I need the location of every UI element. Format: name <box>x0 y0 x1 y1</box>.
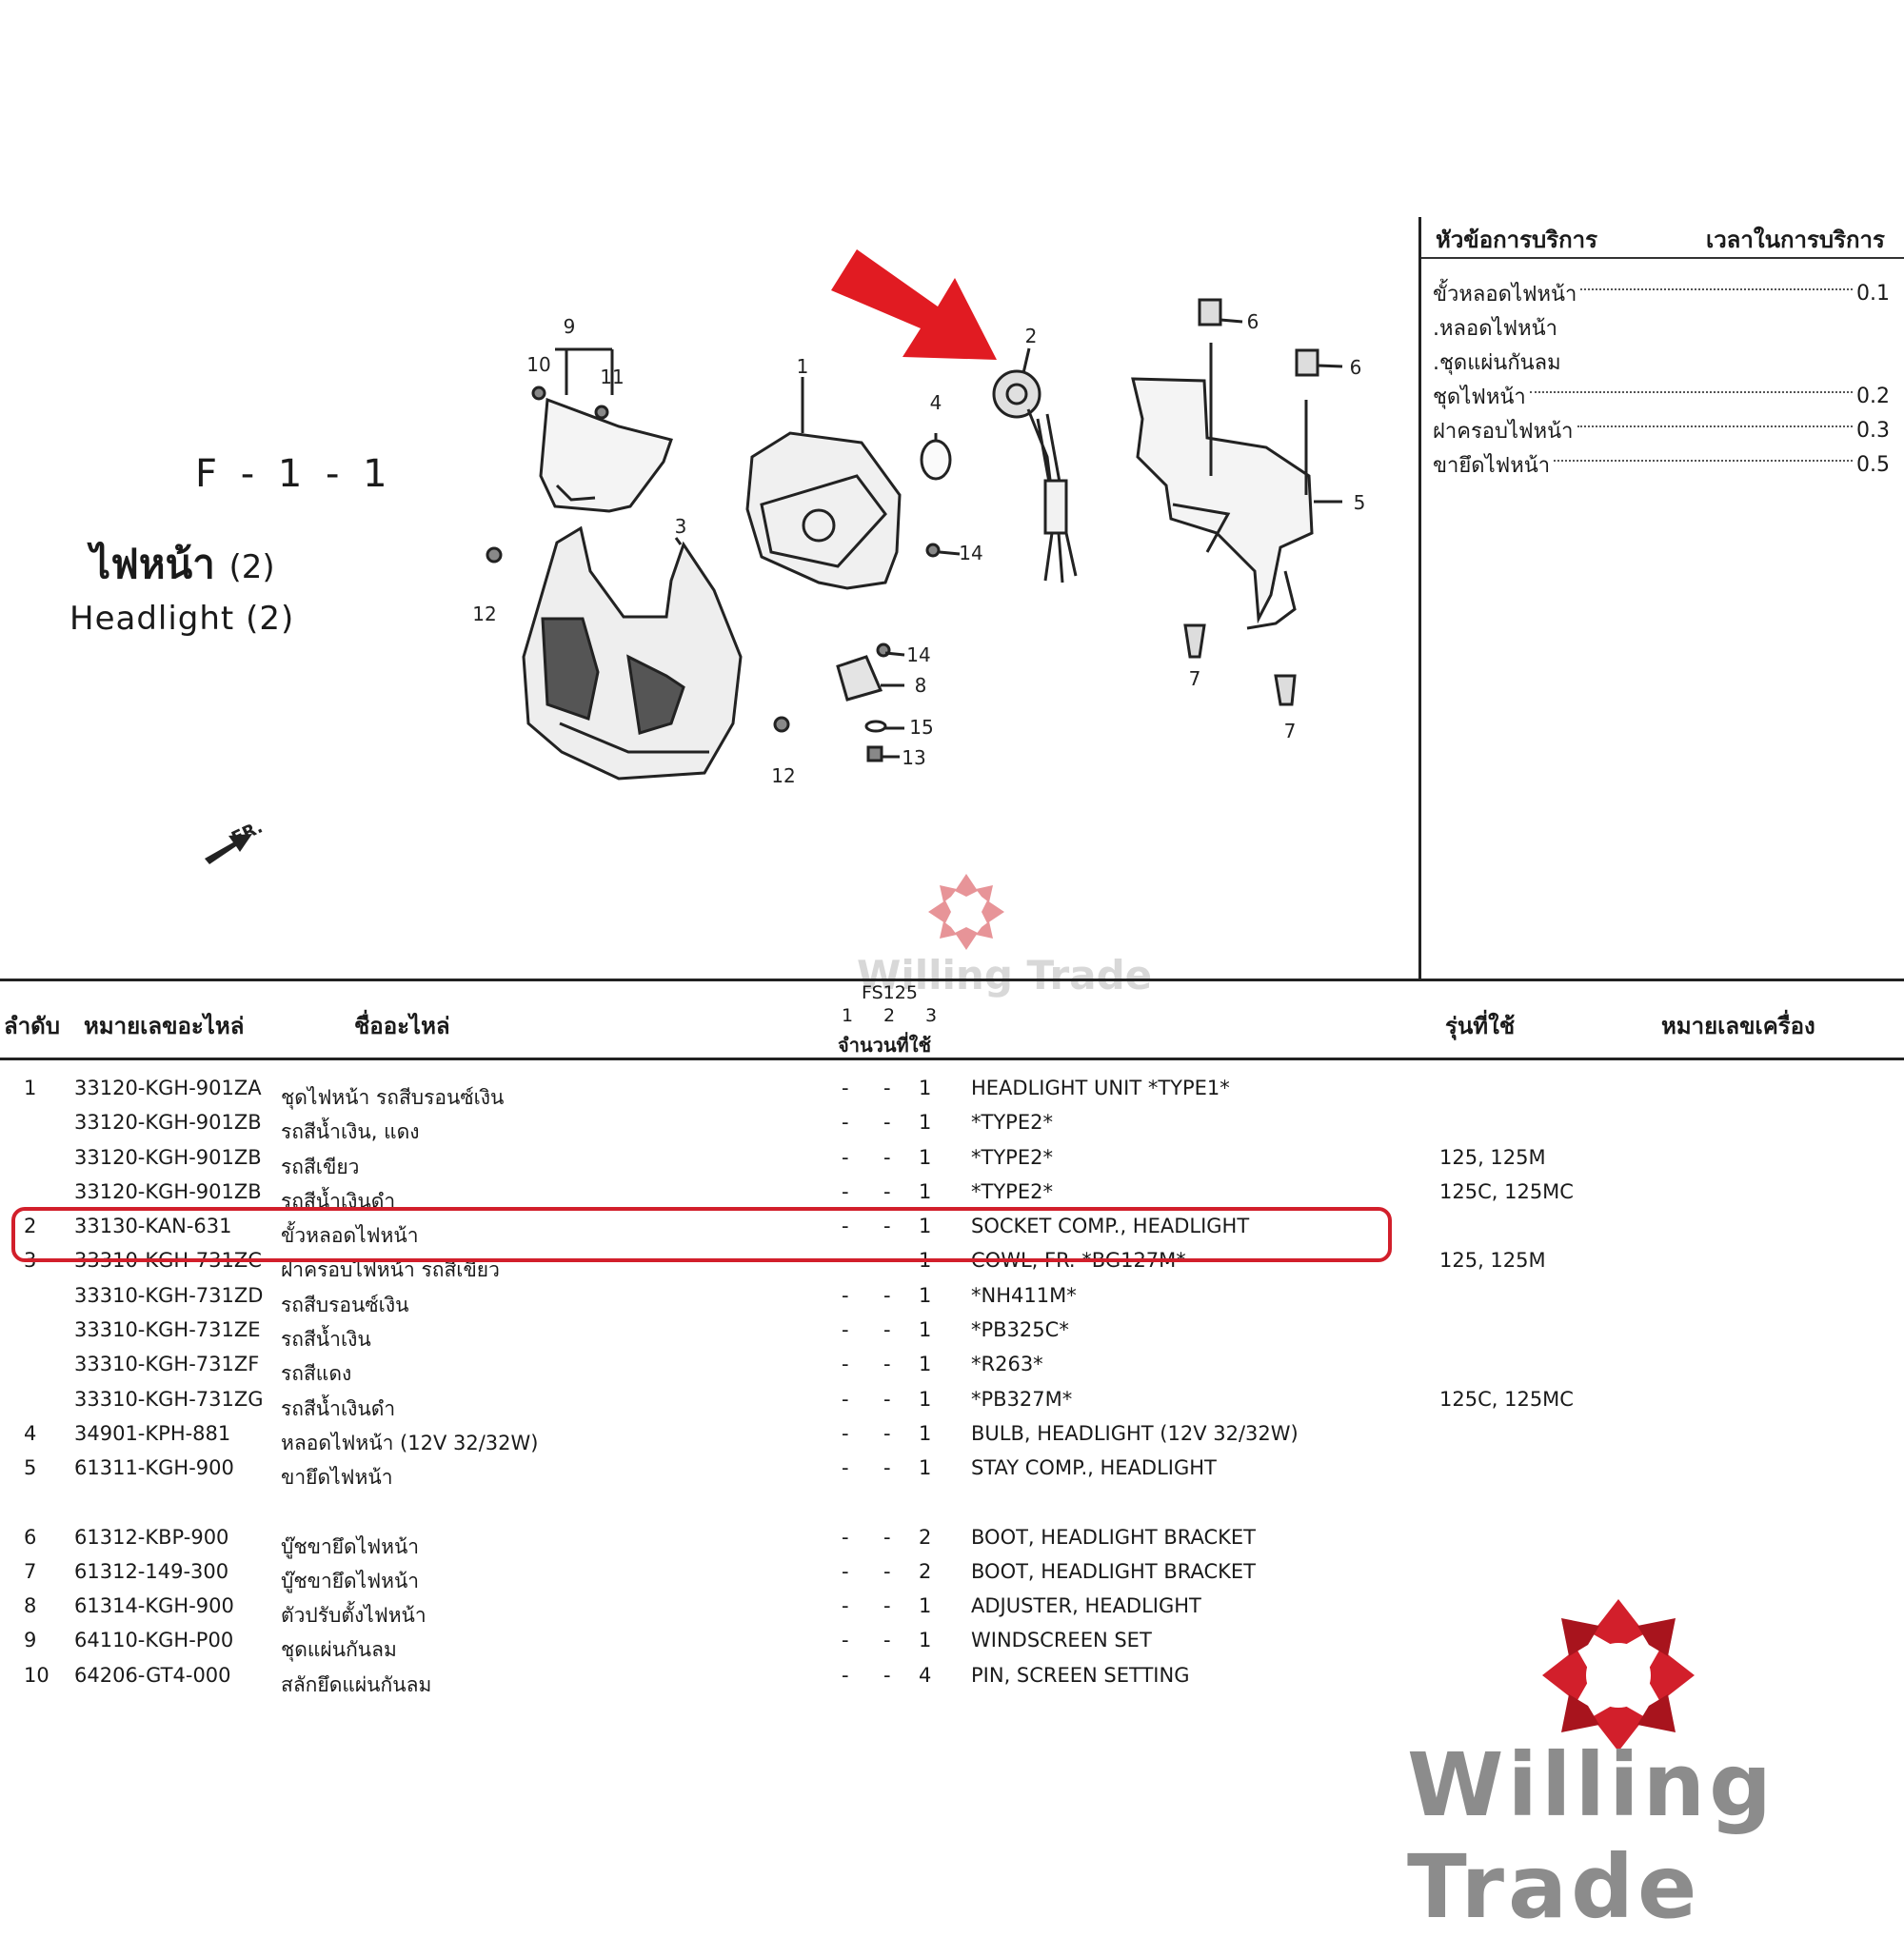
callout-6b: 6 <box>1350 356 1362 379</box>
header-model: รุ่นที่ใช้ <box>1445 1013 1516 1039</box>
boot-part-7b <box>1274 674 1297 706</box>
callout-1: 1 <box>797 355 809 378</box>
front-arrow <box>205 834 252 864</box>
callout-5: 5 <box>1354 491 1366 514</box>
callout-14a: 14 <box>959 542 982 564</box>
service-row: .ชุดแผ่นกันลม <box>1433 350 1561 375</box>
callout-7b: 7 <box>1284 720 1297 742</box>
boot-part-7a <box>1183 623 1206 659</box>
header-part-name: ชื่ออะไหล่ <box>354 1013 450 1039</box>
service-header-rule <box>1421 257 1904 259</box>
table-header-rule <box>0 1058 1904 1060</box>
highlight-box <box>11 1207 1392 1262</box>
callout-3: 3 <box>675 515 687 538</box>
title-english: Headlight (2) <box>69 600 295 638</box>
callout-13: 13 <box>902 746 925 769</box>
callout-14b: 14 <box>906 643 930 666</box>
red-arrow <box>831 249 997 360</box>
stay-part <box>1131 377 1314 624</box>
callout-6a: 6 <box>1247 310 1259 333</box>
header-part-no: หมายเลขอะไหล่ <box>84 1013 245 1039</box>
callout-8: 8 <box>915 674 927 697</box>
callout-4: 4 <box>930 391 942 414</box>
header-no: ลำดับ <box>4 1013 61 1039</box>
title-thai-text: ไฟหน้า <box>90 541 215 587</box>
service-row: .หลอดไฟหน้า <box>1433 316 1558 341</box>
callout-2: 2 <box>1025 325 1038 347</box>
header-qty-col-1: 1 <box>842 1005 854 1026</box>
callout-10: 10 <box>526 353 550 376</box>
service-header-time: เวลาในการบริการ <box>1706 227 1885 253</box>
table-row-spacer <box>0 1486 1904 1520</box>
watermark-text: Willing Trade <box>857 952 1153 999</box>
header-model-code: FS125 <box>862 982 918 1003</box>
title-thai-suffix: (2) <box>228 548 275 586</box>
callout-9: 9 <box>564 315 576 338</box>
bulb-part <box>920 439 952 481</box>
watermark-logo-icon <box>928 874 1004 950</box>
willing-trade-logo-icon <box>1542 1599 1695 1751</box>
boot-part-6a <box>1198 298 1222 326</box>
header-engine-no: หมายเลขเครื่อง <box>1661 1013 1815 1039</box>
boot-part-6b <box>1295 348 1319 377</box>
header-qty-col-2: 2 <box>883 1005 896 1026</box>
callout-12a: 12 <box>472 603 496 625</box>
title-thai: ไฟหน้า (2) <box>90 533 275 596</box>
adjuster-part <box>836 655 883 702</box>
willing-trade-logo-text: Willing Trade <box>1407 1734 1775 1938</box>
service-header-item: หัวข้อการบริการ <box>1436 227 1598 253</box>
figure-code: F - 1 - 1 <box>195 452 393 496</box>
front-marker-label: FR. <box>228 817 266 848</box>
header-qty-col-3: 3 <box>925 1005 938 1026</box>
callout-12b: 12 <box>771 764 795 787</box>
windscreen-part <box>539 397 673 513</box>
service-divider <box>1418 217 1421 979</box>
header-qty: จำนวนที่ใช้ <box>838 1034 932 1057</box>
socket-part <box>992 369 1041 419</box>
table-top-rule <box>0 979 1904 981</box>
callout-11: 11 <box>600 366 624 388</box>
exploded-diagram: 1 2 3 4 5 6 6 7 7 8 9 10 11 12 12 13 14 … <box>205 249 1366 864</box>
callout-15: 15 <box>909 716 933 739</box>
callout-7a: 7 <box>1189 667 1201 690</box>
